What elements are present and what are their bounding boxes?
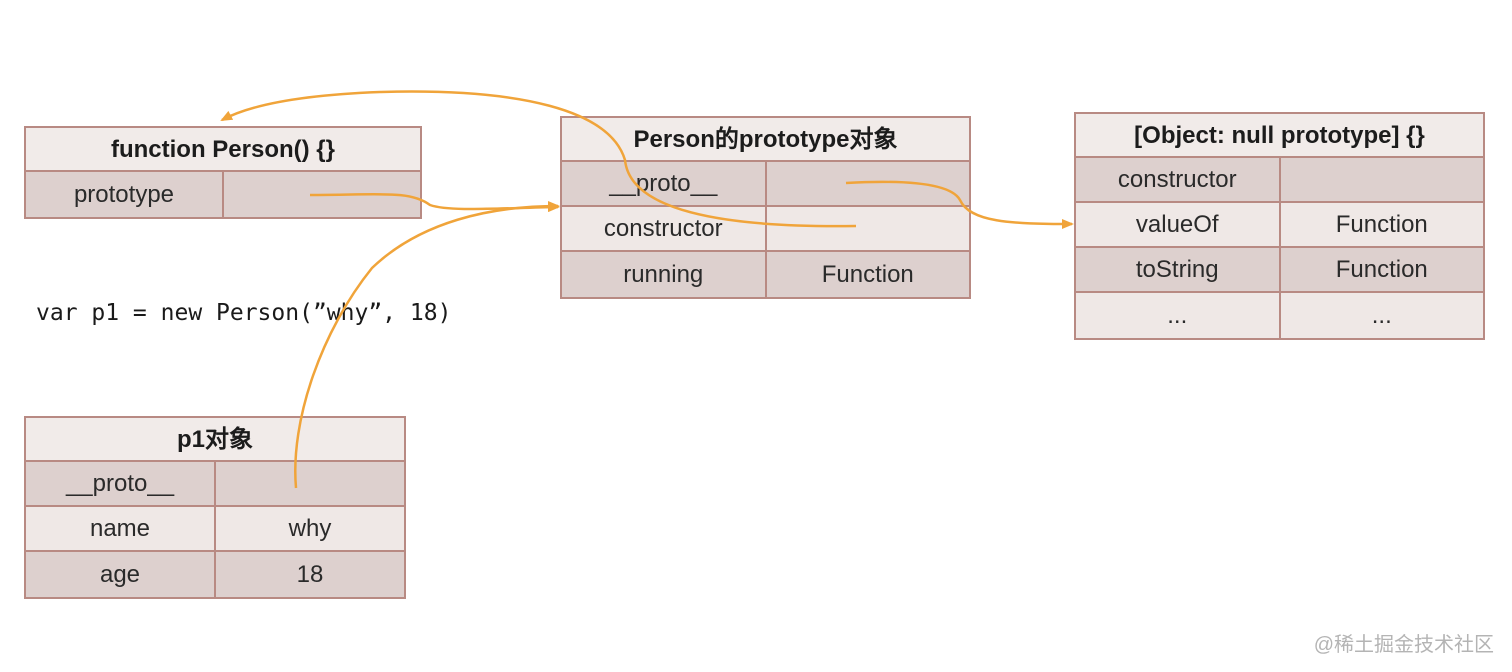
row-key: prototype — [73, 180, 175, 208]
p1-object-title: p1对象 — [26, 418, 404, 462]
row-key: toString — [1135, 255, 1219, 283]
null-prototype-title: [Object: null prototype] {} — [1076, 114, 1483, 158]
p1-object-table: p1对象 __proto__ name why age 18 — [24, 416, 406, 599]
row-value — [764, 207, 970, 250]
row-value — [1278, 158, 1484, 201]
row-key: __proto__ — [65, 469, 175, 497]
row-key: __proto__ — [609, 169, 718, 197]
row-key: age — [99, 560, 141, 588]
table-row: name why — [26, 507, 404, 552]
table-row: constructor — [562, 207, 969, 252]
table-row: ... ... — [1076, 293, 1483, 338]
watermark: @稀土掘金技术社区 — [1313, 634, 1494, 656]
row-value: 18 — [214, 552, 404, 597]
arrow-constructor-to-person — [220, 90, 857, 228]
row-value: Function — [1278, 203, 1484, 246]
row-value — [764, 162, 970, 205]
person-prototype-table: Person的prototype对象 __proto__ constructor… — [560, 116, 971, 299]
table-row: running Function — [562, 252, 969, 297]
person-function-table: function Person() {} prototype — [24, 126, 422, 219]
arrow-p1-proto-to-proto-object — [294, 201, 560, 489]
row-value: Function — [1278, 248, 1484, 291]
row-key: valueOf — [1135, 210, 1219, 238]
person-function-title: function Person() {} — [26, 128, 420, 172]
row-key: ... — [1167, 301, 1188, 329]
code-line: var p1 = new Person(”why”, 18) — [36, 300, 452, 326]
person-prototype-title: Person的prototype对象 — [562, 118, 969, 162]
row-value — [214, 462, 404, 505]
arrow-proto-to-null-prototype — [845, 180, 1074, 229]
row-key: running — [623, 260, 704, 288]
row-value: ... — [1278, 293, 1484, 338]
table-row: toString Function — [1076, 248, 1483, 293]
table-row: age 18 — [26, 552, 404, 597]
row-key: name — [89, 514, 151, 542]
table-row: __proto__ — [26, 462, 404, 507]
row-value: Function — [764, 252, 970, 297]
null-prototype-table: [Object: null prototype] {} constructor … — [1074, 112, 1485, 340]
table-row: constructor — [1076, 158, 1483, 203]
row-key: constructor — [603, 214, 723, 242]
table-row: __proto__ — [562, 162, 969, 207]
row-key: constructor — [1117, 165, 1237, 193]
row-value: why — [214, 507, 404, 550]
table-row: valueOf Function — [1076, 203, 1483, 248]
row-value — [222, 172, 420, 217]
